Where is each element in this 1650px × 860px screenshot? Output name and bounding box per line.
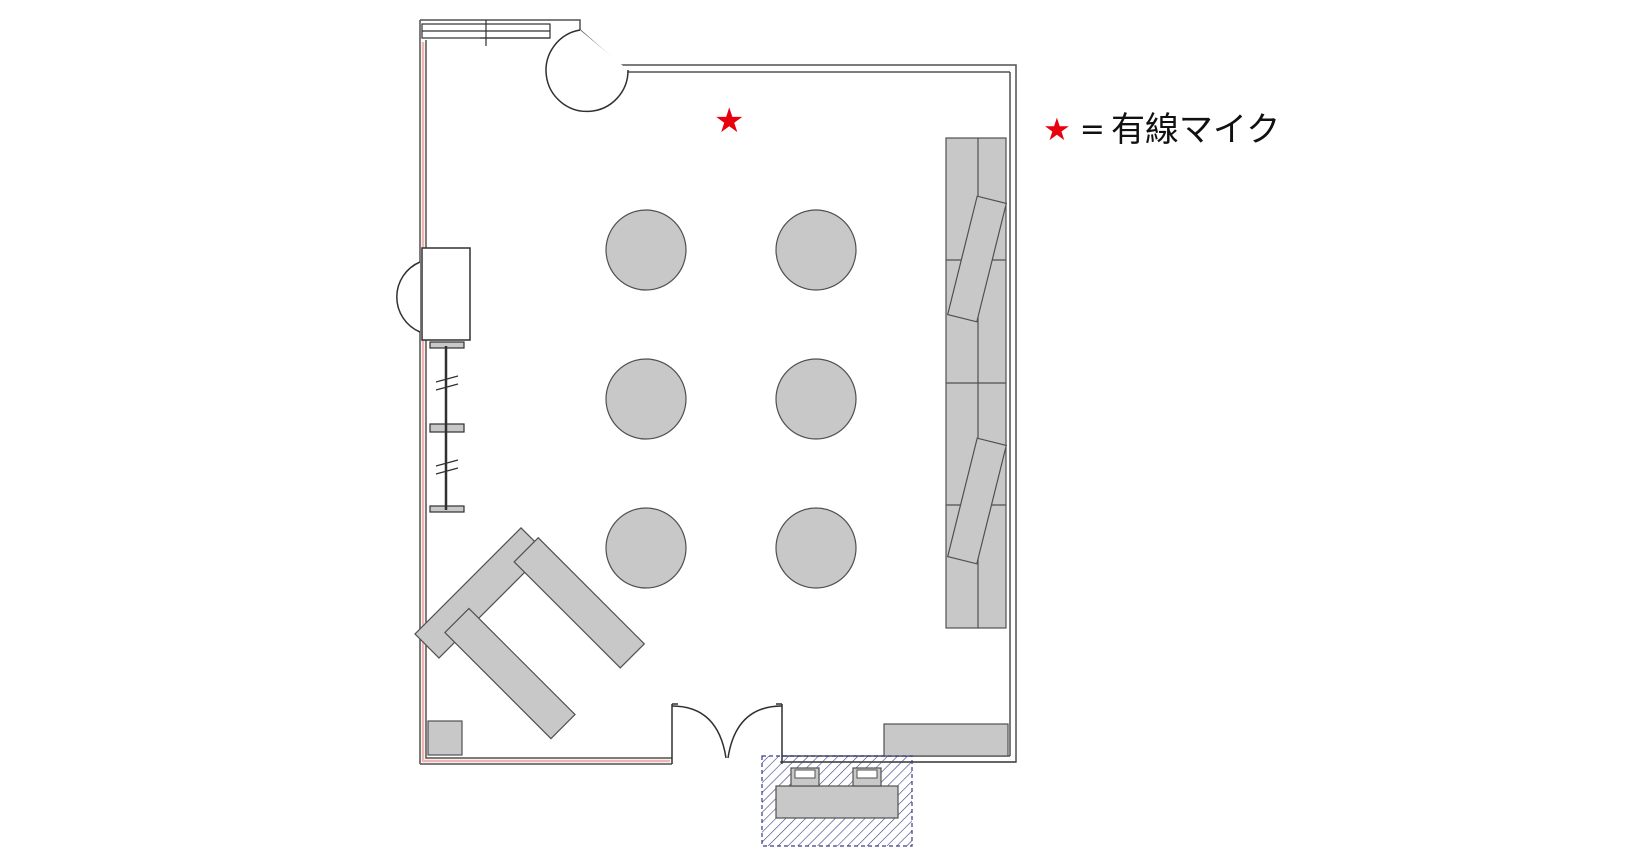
right-bench: [945, 137, 1008, 629]
round-table: [605, 209, 687, 291]
round-table: [605, 358, 687, 440]
window-top: [421, 20, 551, 46]
wired-mic-star: ★: [714, 101, 745, 141]
entrance-door: [671, 703, 783, 764]
legend: ★ = 有線マイク: [1043, 113, 1280, 147]
legend-equals: =: [1079, 112, 1105, 147]
bottom-counter: [883, 723, 1009, 757]
legend-star-icon: ★: [1043, 111, 1071, 148]
sofa-group: [414, 527, 646, 740]
legend-label: 有線マイク: [1110, 110, 1281, 150]
round-table: [775, 209, 857, 291]
partition-rail: [429, 341, 465, 513]
corner-door: [545, 29, 629, 113]
reception-area: [761, 755, 913, 847]
round-tables: [605, 209, 857, 589]
round-table: [775, 507, 857, 589]
left-door: [396, 247, 471, 341]
corner-cabinet: [427, 720, 463, 756]
round-table: [775, 358, 857, 440]
round-table: [605, 507, 687, 589]
